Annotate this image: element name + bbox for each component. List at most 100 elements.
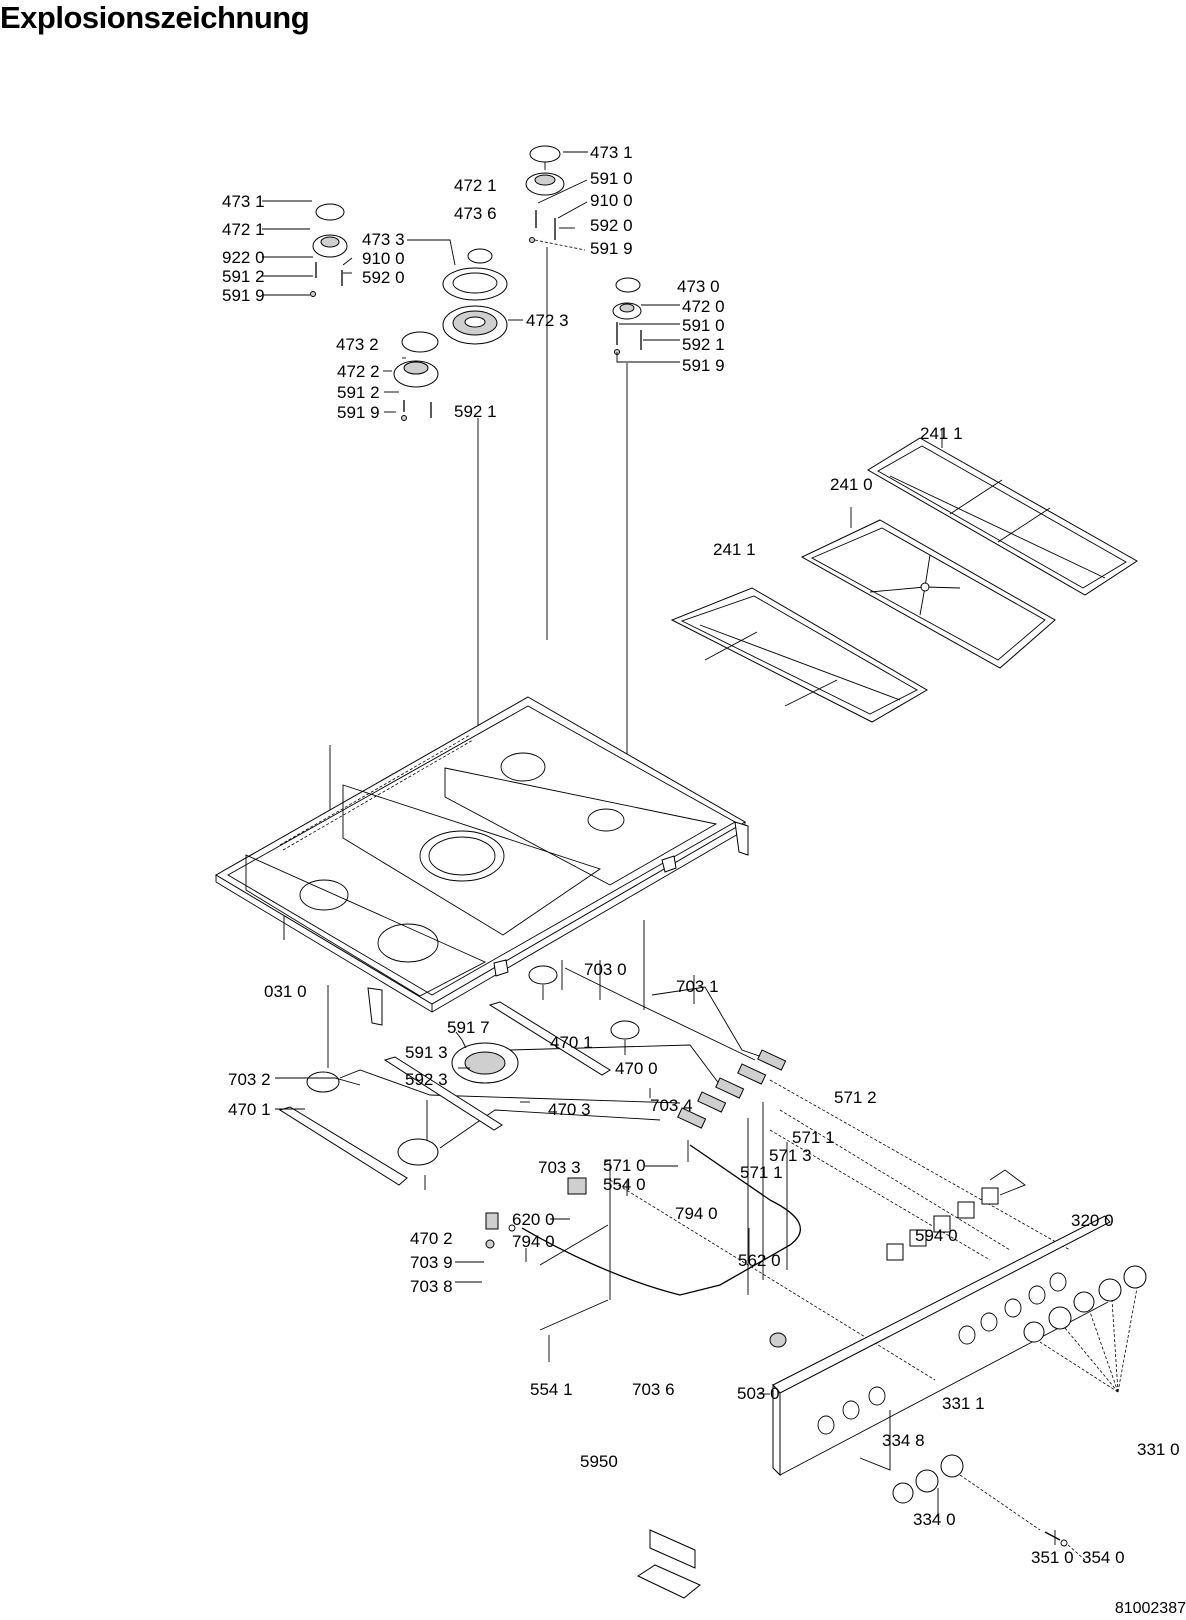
label-592-0: 592 0: [590, 216, 633, 235]
label-351-0: 351 0: [1031, 1548, 1074, 1567]
label-703-1: 703 1: [676, 977, 719, 996]
well-rear-right: [444, 767, 718, 886]
label-591-0: 591 0: [682, 316, 725, 335]
burner-hole-left-front: [377, 923, 439, 963]
burner-support-rails: [278, 1001, 611, 1186]
label-592-1: 592 1: [454, 402, 497, 421]
burner-cups: [306, 965, 640, 1166]
label-703-6: 703 6: [632, 1380, 675, 1399]
burner-assembly-left-front: [393, 331, 439, 421]
label-470-3: 470 3: [548, 1100, 591, 1119]
label-503-0: 503 0: [737, 1384, 780, 1403]
label-334-8: 334 8: [882, 1431, 925, 1450]
brackets: [367, 821, 749, 1026]
label-703-2: 703 2: [228, 1070, 271, 1089]
burner-hole-left-rear: [299, 879, 349, 911]
label-922-0: 922 0: [222, 248, 265, 267]
label-241-1: 241 1: [920, 424, 963, 443]
label-472-1: 472 1: [454, 176, 497, 195]
label-591-0: 591 0: [590, 169, 633, 188]
label-910-0: 910 0: [362, 249, 405, 268]
label-571-0: 571 0: [603, 1156, 646, 1175]
page-title: Explosionszeichnung: [0, 0, 310, 35]
document-number: 81002387: [1114, 1600, 1186, 1617]
label-571-1: 571 1: [792, 1128, 835, 1147]
ignition-switch-strip: [886, 1187, 999, 1261]
vent-slots: [279, 734, 471, 846]
elbow-connector: [485, 1212, 516, 1249]
label-703-9: 703 9: [410, 1253, 453, 1272]
label-331-0: 331 0: [1137, 1440, 1180, 1459]
label-591-9: 591 9: [682, 356, 725, 375]
label-562-0: 562 0: [738, 1251, 781, 1270]
well-center: [342, 784, 602, 936]
well-left: [245, 854, 487, 997]
burner-assembly-center-large: [442, 248, 508, 345]
label-554-1: 554 1: [530, 1380, 573, 1399]
label-591-2: 591 2: [337, 383, 380, 402]
label-571-1: 571 1: [740, 1163, 783, 1182]
label-472-3: 472 3: [526, 311, 569, 330]
control-knobs: [769, 1265, 1147, 1547]
label-554-0: 554 0: [603, 1175, 646, 1194]
burner-hole-center: [419, 830, 505, 882]
burner-assembly-right: [612, 277, 642, 355]
grommet: [769, 1332, 787, 1348]
label-571-2: 571 2: [834, 1088, 877, 1107]
label-470-2: 470 2: [410, 1229, 453, 1248]
label-473-3: 473 3: [362, 230, 405, 249]
label-331-1: 331 1: [942, 1394, 985, 1413]
clip: [310, 291, 316, 297]
label-571-3: 571 3: [769, 1146, 812, 1165]
label-472-0: 472 0: [682, 297, 725, 316]
label-592-1: 592 1: [682, 335, 725, 354]
pan-support-right: [867, 437, 1138, 596]
label-473-1: 473 1: [590, 143, 633, 162]
hob-outline: [215, 696, 746, 1005]
label-241-0: 241 0: [830, 475, 873, 494]
label-473-6: 473 6: [454, 204, 497, 223]
label-472-2: 472 2: [337, 362, 380, 381]
label-703-4: 703 4: [650, 1096, 693, 1115]
label-703-3: 703 3: [538, 1158, 581, 1177]
label-910-0: 910 0: [590, 191, 633, 210]
label-591-9: 591 9: [590, 239, 633, 258]
label-473-1: 473 1: [222, 192, 265, 211]
control-panel: [772, 1215, 1111, 1477]
burner-assembly-left-rear: [310, 203, 348, 297]
label-703-8: 703 8: [410, 1277, 453, 1296]
pan-support-left: [670, 587, 928, 723]
burner-hole-right: [587, 808, 625, 832]
burner-cap: [315, 203, 345, 221]
label-591-2: 591 2: [222, 267, 265, 286]
label-594-0: 594 0: [915, 1226, 958, 1245]
label-470-1: 470 1: [550, 1033, 593, 1052]
label-334-0: 334 0: [913, 1510, 956, 1529]
label-5950: 5950: [580, 1452, 618, 1471]
label-592-0: 592 0: [362, 268, 405, 287]
label-794-0: 794 0: [512, 1232, 555, 1251]
label-473-2: 473 2: [336, 335, 379, 354]
label-591-9: 591 9: [222, 286, 265, 305]
leader-lines: [262, 151, 1086, 1561]
cooktop-frame: [215, 696, 746, 1013]
burner-hole-rear-right: [500, 752, 546, 782]
gas-valves: [677, 1049, 787, 1129]
terminal-block: [567, 1177, 587, 1195]
label-320-0: 320 0: [1071, 1211, 1114, 1230]
ignition-wiring: [609, 1079, 1071, 1381]
label-470-0: 470 0: [615, 1059, 658, 1078]
label-473-0: 473 0: [677, 277, 720, 296]
label-591-7: 591 7: [447, 1018, 490, 1037]
label-591-9: 591 9: [337, 403, 380, 422]
label-591-3: 591 3: [405, 1043, 448, 1062]
part-number-labels: 473 1 472 1 922 0 591 2 591 9 473 3 910 …: [222, 143, 1180, 1567]
label-472-1: 472 1: [222, 220, 265, 239]
label-241-1: 241 1: [713, 540, 756, 559]
label-592-3: 592 3: [405, 1070, 448, 1089]
label-703-0: 703 0: [584, 960, 627, 979]
label-470-1: 470 1: [228, 1100, 271, 1119]
main-gas-manifold: [521, 1144, 802, 1331]
pan-support-center: [800, 519, 1056, 669]
